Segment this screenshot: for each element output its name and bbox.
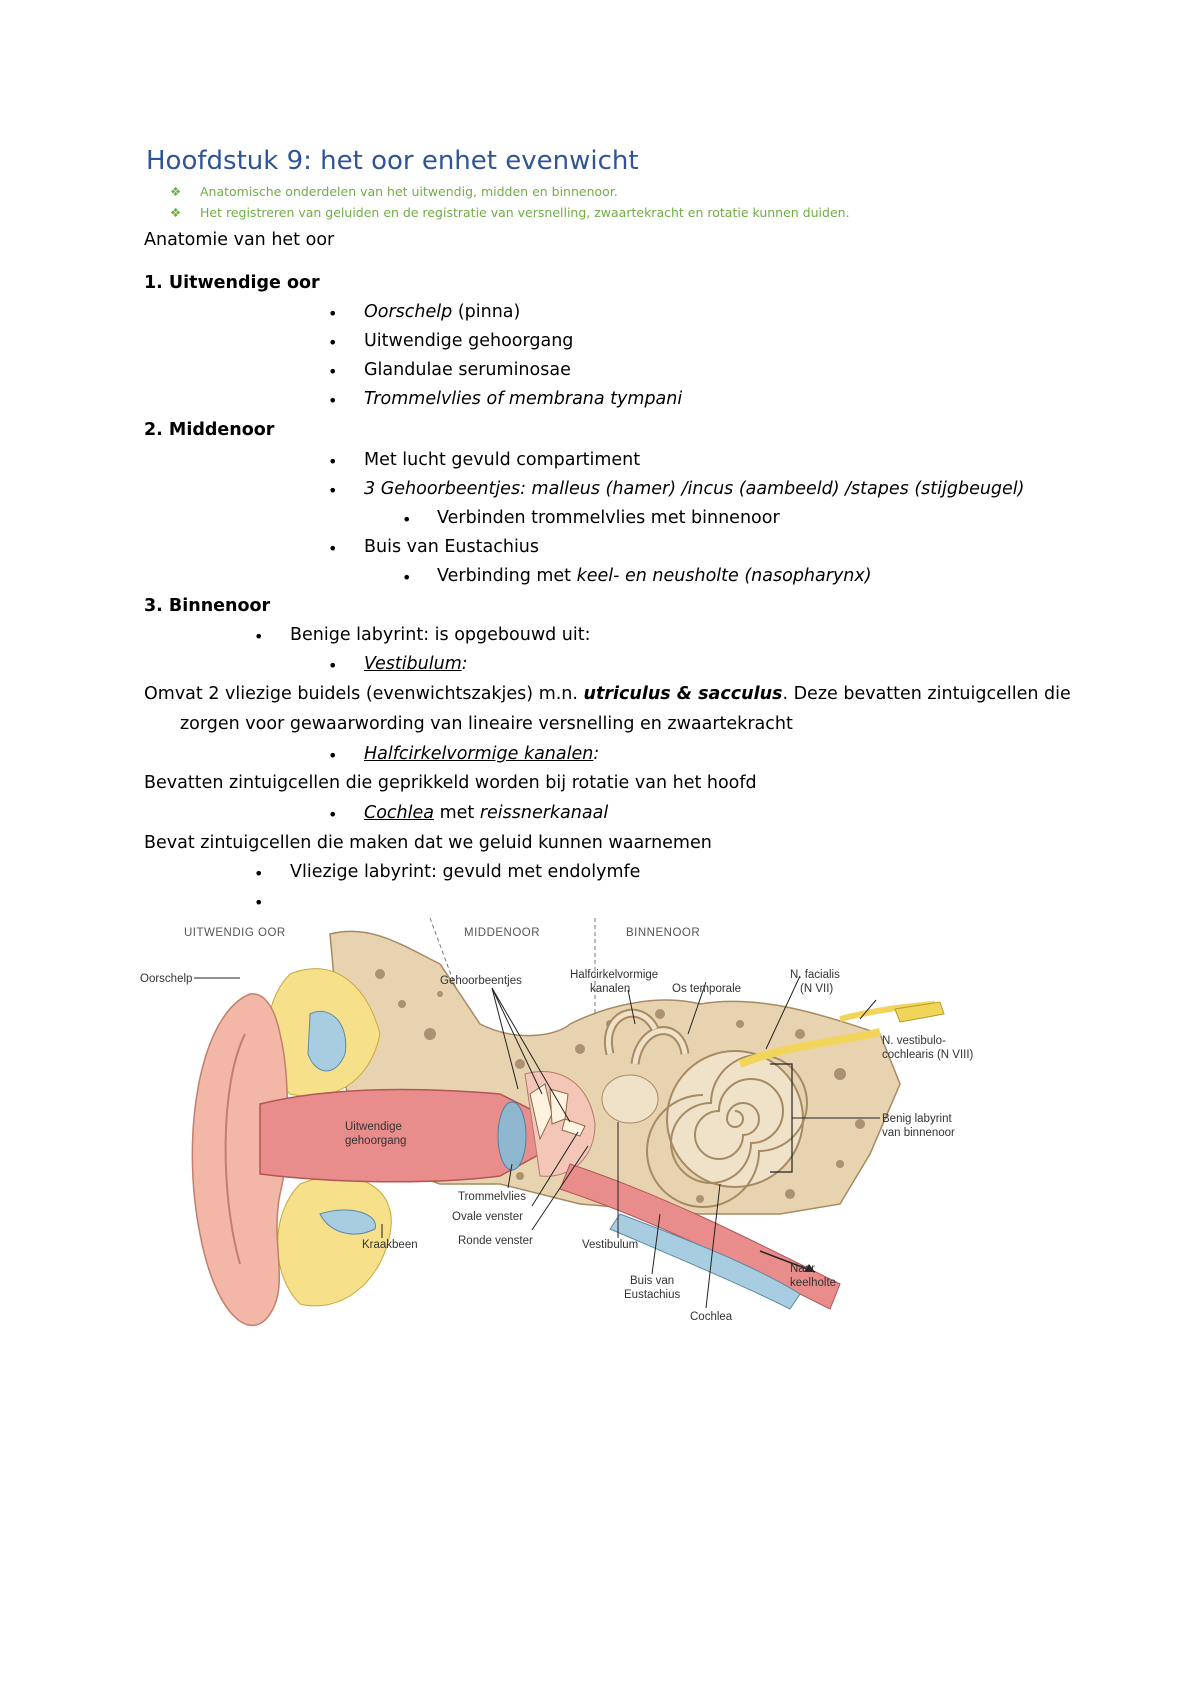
label-ovale-venster: Ovale venster xyxy=(452,1211,523,1223)
label-halfcirkel: kanalen xyxy=(590,983,630,995)
label-naar-keelholte: keelholte xyxy=(790,1277,836,1289)
bullet-icon: • xyxy=(254,627,264,646)
bullet-icon: • xyxy=(328,656,338,675)
list-item: 3 Gehoorbeentjes: malleus (hamer) /incus… xyxy=(364,479,1025,499)
bullet-icon: • xyxy=(254,864,264,883)
bullet-icon: • xyxy=(402,568,412,587)
objective-item: ❖Anatomische onderdelen van het uitwendi… xyxy=(170,184,618,199)
pinna-fold xyxy=(224,1033,246,1265)
nerve-stumps xyxy=(894,1001,945,1023)
list-item: Trommelvlies of membrana tympani xyxy=(364,389,683,409)
list-item: Vliezige labyrint: gevuld met endolymfe xyxy=(290,862,641,882)
bullet-icon: • xyxy=(328,391,338,410)
label-facialis: (N VII) xyxy=(800,983,833,995)
section-heading-binnenoor: 3. Binnenoor xyxy=(144,596,271,616)
diamond-bullet-icon: ❖ xyxy=(170,205,182,220)
ear-anatomy-figure: UITWENDIG OOR MIDDENOOR BINNENOOR xyxy=(140,917,974,1327)
cartilage-upper xyxy=(307,1010,347,1072)
label-gehoorbeentjes: Gehoorbeentjes xyxy=(440,975,522,987)
tube-cartilage xyxy=(609,1213,801,1310)
list-item: Uitwendige gehoorgang xyxy=(364,331,574,351)
list-item: Cochlea met reissnerkanaal xyxy=(364,803,609,823)
bullet-icon: • xyxy=(328,481,338,500)
tympanic-membrane xyxy=(497,1101,527,1171)
diamond-bullet-icon: ❖ xyxy=(170,184,182,199)
label-buis-van-eustachius: Buis van xyxy=(630,1275,674,1287)
bullet-icon: • xyxy=(328,333,338,352)
stapes xyxy=(561,1118,586,1137)
list-item: Benige labyrint: is opgebouwd uit: xyxy=(290,625,591,645)
cochlea-turns xyxy=(646,1054,808,1208)
vestibule xyxy=(601,1074,659,1124)
list-item: Buis van Eustachius xyxy=(364,537,540,557)
section-heading-middenoor: 2. Middenoor xyxy=(144,420,275,440)
bullet-icon: • xyxy=(402,510,412,529)
label-naar-keelholte: Naar xyxy=(790,1263,815,1275)
bullet-icon: • xyxy=(328,362,338,381)
label-trommelvlies: Trommelvlies xyxy=(458,1191,526,1203)
page-title: Hoofdstuk 9: het oor enhet evenwicht xyxy=(146,146,639,176)
vestibulocochlear-nerve xyxy=(738,1028,881,1068)
list-item: Vestibulum: xyxy=(364,654,468,674)
list-item: Halfcirkelvormige kanalen: xyxy=(364,744,600,764)
label-halfcirkel: Halfcirkelvormige xyxy=(570,969,658,981)
arrow-line xyxy=(759,1250,816,1273)
section-heading-uitwendig: 1. Uitwendige oor xyxy=(144,273,320,293)
pinna xyxy=(191,993,289,1327)
label-ronde-venster: Ronde venster xyxy=(458,1235,533,1247)
label-oorschelp: Oorschelp xyxy=(140,973,192,985)
paragraph: Bevatten zintuigcellen die geprikkeld wo… xyxy=(144,773,757,793)
figure-header-binnenoor: BINNENOOR xyxy=(626,927,700,939)
label-facialis: N. facialis xyxy=(790,969,840,981)
paragraph: Omvat 2 vliezige buidels (evenwichtszakj… xyxy=(144,684,1071,704)
bullet-icon: • xyxy=(254,893,264,912)
list-item: Met lucht gevuld compartiment xyxy=(364,450,641,470)
eustachian-tube xyxy=(559,1163,841,1310)
figure-header-uitwendig: UITWENDIG OOR xyxy=(184,927,286,939)
bullet-icon: • xyxy=(328,746,338,765)
label-vestibulum: Vestibulum xyxy=(582,1239,638,1251)
bullet-icon: • xyxy=(328,539,338,558)
label-kraakbeen: Kraakbeen xyxy=(362,1239,418,1251)
label-vestibulocochlearis: N. vestibulo- xyxy=(882,1035,946,1047)
figure-header-middenoor: MIDDENOOR xyxy=(464,927,540,939)
leader-lines xyxy=(194,975,877,1309)
list-item: Glandulae seruminosae xyxy=(364,360,571,380)
objective-item: ❖Het registreren van geluiden en de regi… xyxy=(170,205,850,220)
arrow-head-icon xyxy=(804,1264,815,1272)
intro-text: Anatomie van het oor xyxy=(144,230,335,250)
label-vestibulocochlearis: cochlearis (N VIII) xyxy=(882,1049,974,1061)
bullet-icon: • xyxy=(328,452,338,471)
label-benig-labyrint: Benig labyrint xyxy=(882,1113,952,1125)
bullet-icon: • xyxy=(328,304,338,323)
list-subitem: Verbinden trommelvlies met binnenoor xyxy=(437,508,780,528)
label-os-temporale: Os temporale xyxy=(672,983,741,995)
label-cochlea: Cochlea xyxy=(690,1311,733,1323)
paragraph: Bevat zintuigcellen die maken dat we gel… xyxy=(144,833,712,853)
cartilage-lower xyxy=(319,1209,376,1235)
paragraph: zorgen voor gewaarwording van lineaire v… xyxy=(180,714,793,734)
label-gehoorgang: Uitwendige xyxy=(345,1121,402,1133)
list-subitem: Verbinding met keel- en neusholte (nasop… xyxy=(437,566,872,586)
list-item: Oorschelp (pinna) xyxy=(364,302,521,322)
label-gehoorgang: gehoorgang xyxy=(345,1135,406,1147)
label-benig-labyrint: van binnenoor xyxy=(882,1127,955,1139)
label-buis-van-eustachius: Eustachius xyxy=(624,1289,681,1301)
bullet-icon: • xyxy=(328,805,338,824)
